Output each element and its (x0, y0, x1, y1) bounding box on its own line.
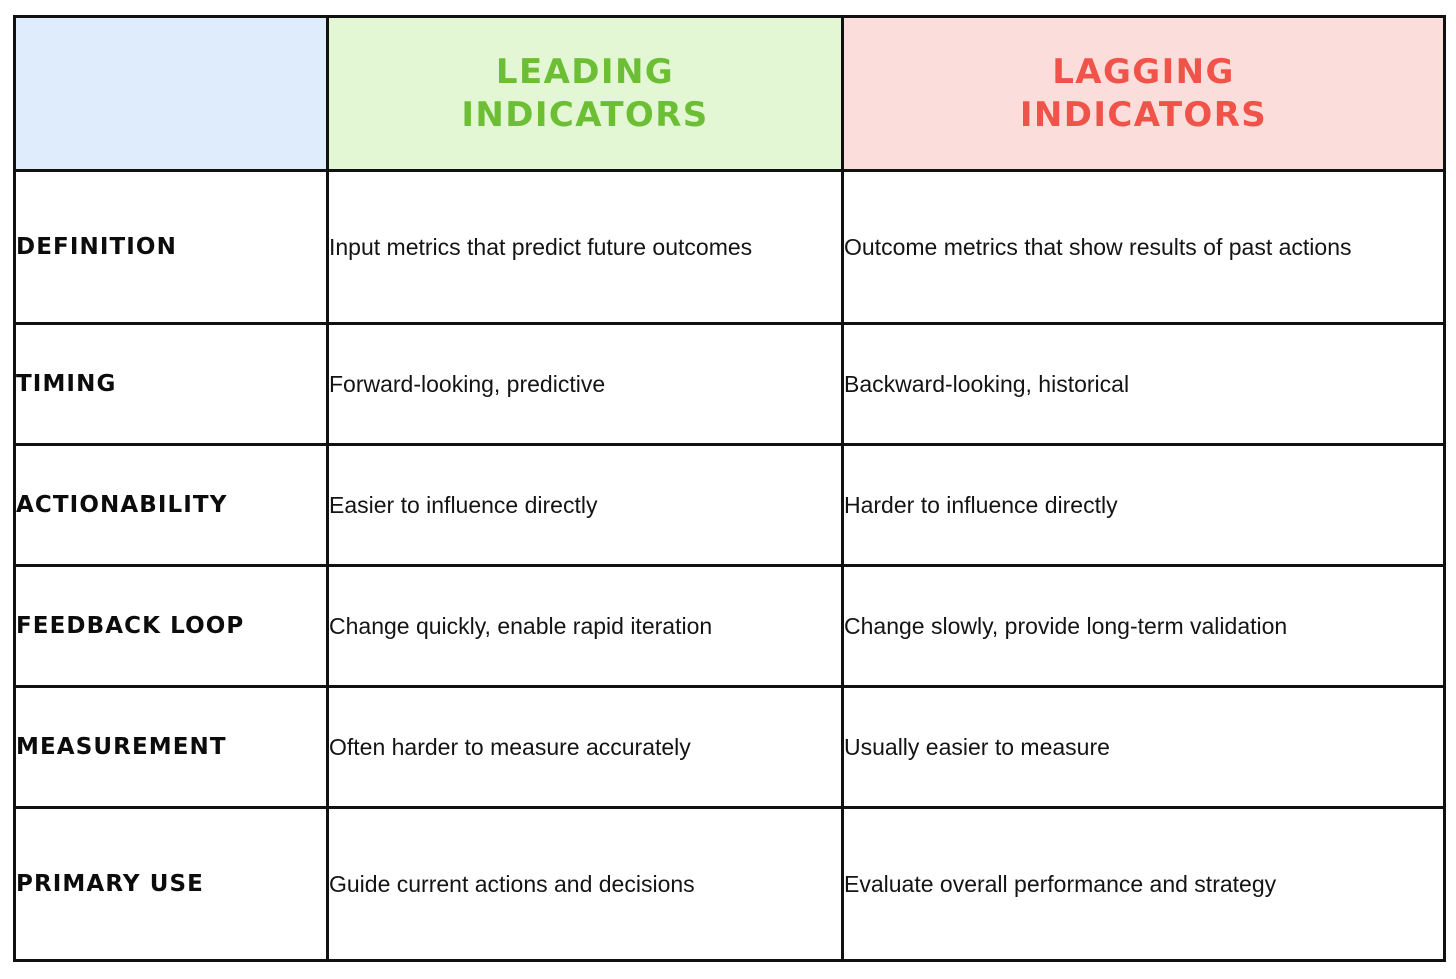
cell-primary-use-lagging: Evaluate overall performance and strateg… (841, 806, 1446, 962)
row-label-primary-use: PRIMARY USE (13, 806, 329, 962)
header-title-leading: LEADING INDICATORS (329, 51, 841, 137)
cell-feedback-loop-leading: Change quickly, enable rapid iteration (326, 564, 844, 688)
cell-timing-leading: Forward-looking, predictive (326, 322, 844, 446)
cell-definition-leading: Input metrics that predict future outcom… (326, 169, 844, 325)
table-header-row: LEADING INDICATORS LAGGING INDICATORS (13, 15, 1446, 172)
row-label-actionability: ACTIONABILITY (13, 443, 329, 567)
cell-measurement-lagging: Usually easier to measure (841, 685, 1446, 809)
row-label-measurement: MEASUREMENT (13, 685, 329, 809)
table-row: PRIMARY USE Guide current actions and de… (13, 806, 1446, 962)
cell-feedback-loop-lagging: Change slowly, provide long-term validat… (841, 564, 1446, 688)
header-title-lagging-line-1: LAGGING (1052, 51, 1235, 92)
cell-measurement-leading: Often harder to measure accurately (326, 685, 844, 809)
row-label-definition: DEFINITION (13, 169, 329, 325)
header-title-leading-line-2: INDICATORS (461, 94, 709, 135)
table-row: ACTIONABILITY Easier to influence direct… (13, 443, 1446, 567)
table-row: DEFINITION Input metrics that predict fu… (13, 169, 1446, 325)
table-row: TIMING Forward-looking, predictive Backw… (13, 322, 1446, 446)
cell-definition-lagging: Outcome metrics that show results of pas… (841, 169, 1446, 325)
row-label-feedback-loop: FEEDBACK LOOP (13, 564, 329, 688)
header-title-leading-line-1: LEADING (495, 51, 675, 92)
header-title-lagging-line-2: INDICATORS (1019, 94, 1268, 135)
header-cell-blank (13, 15, 329, 172)
table-body: DEFINITION Input metrics that predict fu… (13, 169, 1446, 962)
table-header: LEADING INDICATORS LAGGING INDICATORS (13, 15, 1446, 172)
cell-timing-lagging: Backward-looking, historical (841, 322, 1446, 446)
cell-actionability-leading: Easier to influence directly (326, 443, 844, 567)
header-title-lagging: LAGGING INDICATORS (844, 51, 1443, 137)
cell-actionability-lagging: Harder to influence directly (841, 443, 1446, 567)
header-cell-lagging-indicators: LAGGING INDICATORS (841, 15, 1446, 172)
leading-vs-lagging-indicators-table: LEADING INDICATORS LAGGING INDICATORS DE… (13, 15, 1446, 962)
row-label-timing: TIMING (13, 322, 329, 446)
header-cell-leading-indicators: LEADING INDICATORS (326, 15, 844, 172)
table-row: FEEDBACK LOOP Change quickly, enable rap… (13, 564, 1446, 688)
table-row: MEASUREMENT Often harder to measure accu… (13, 685, 1446, 809)
cell-primary-use-leading: Guide current actions and decisions (326, 806, 844, 962)
